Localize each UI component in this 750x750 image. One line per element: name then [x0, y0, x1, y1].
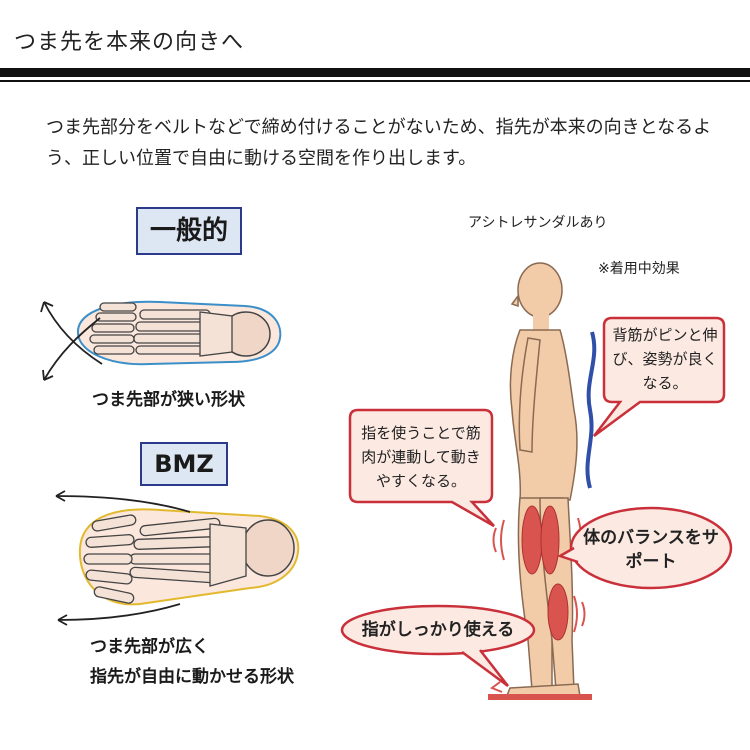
spine-line	[585, 331, 597, 489]
bubble-balance-text: 体のバランスをサポート	[583, 528, 719, 572]
caption-bmz-line1: つま先部が広く	[90, 637, 209, 657]
bubble-toes-text: 指がしっかり使える	[361, 620, 515, 640]
bubble-fingers-text: 指を使うことで筋肉が連動して動きやすくなる。	[361, 424, 481, 490]
muscle-highlights	[521, 505, 569, 641]
label-general: 一般的	[136, 207, 242, 255]
page-title: つま先を本来の向きへ	[14, 30, 245, 55]
foot-bmz-illustration	[55, 490, 300, 626]
header-divider-thin	[0, 80, 750, 82]
bubble-back-text: 背筋がピンと伸び、姿勢が良くなる。	[612, 326, 718, 392]
caption-general: つま先部が狭い形状	[92, 390, 245, 410]
bubble-balance-shape	[569, 506, 733, 590]
sandal-label: アシトレサンダルあり	[468, 215, 608, 231]
intro-paragraph: つま先部分をベルトなどで締め付けることがないため、指先が本来の向きとなるよう、正…	[46, 117, 712, 169]
bubble-back-shape	[593, 316, 726, 438]
caption-bmz-line2: 指先が自由に動かせる形状	[90, 667, 294, 687]
effect-note: ※着用中効果	[598, 261, 680, 277]
header-divider-thick	[0, 68, 750, 77]
sandal-base	[488, 694, 592, 700]
bubble-fingers-shape	[348, 408, 495, 528]
foot-general-illustration	[40, 300, 282, 381]
label-bmz: BMZ	[140, 442, 228, 486]
bubble-toes-shape	[340, 604, 536, 656]
